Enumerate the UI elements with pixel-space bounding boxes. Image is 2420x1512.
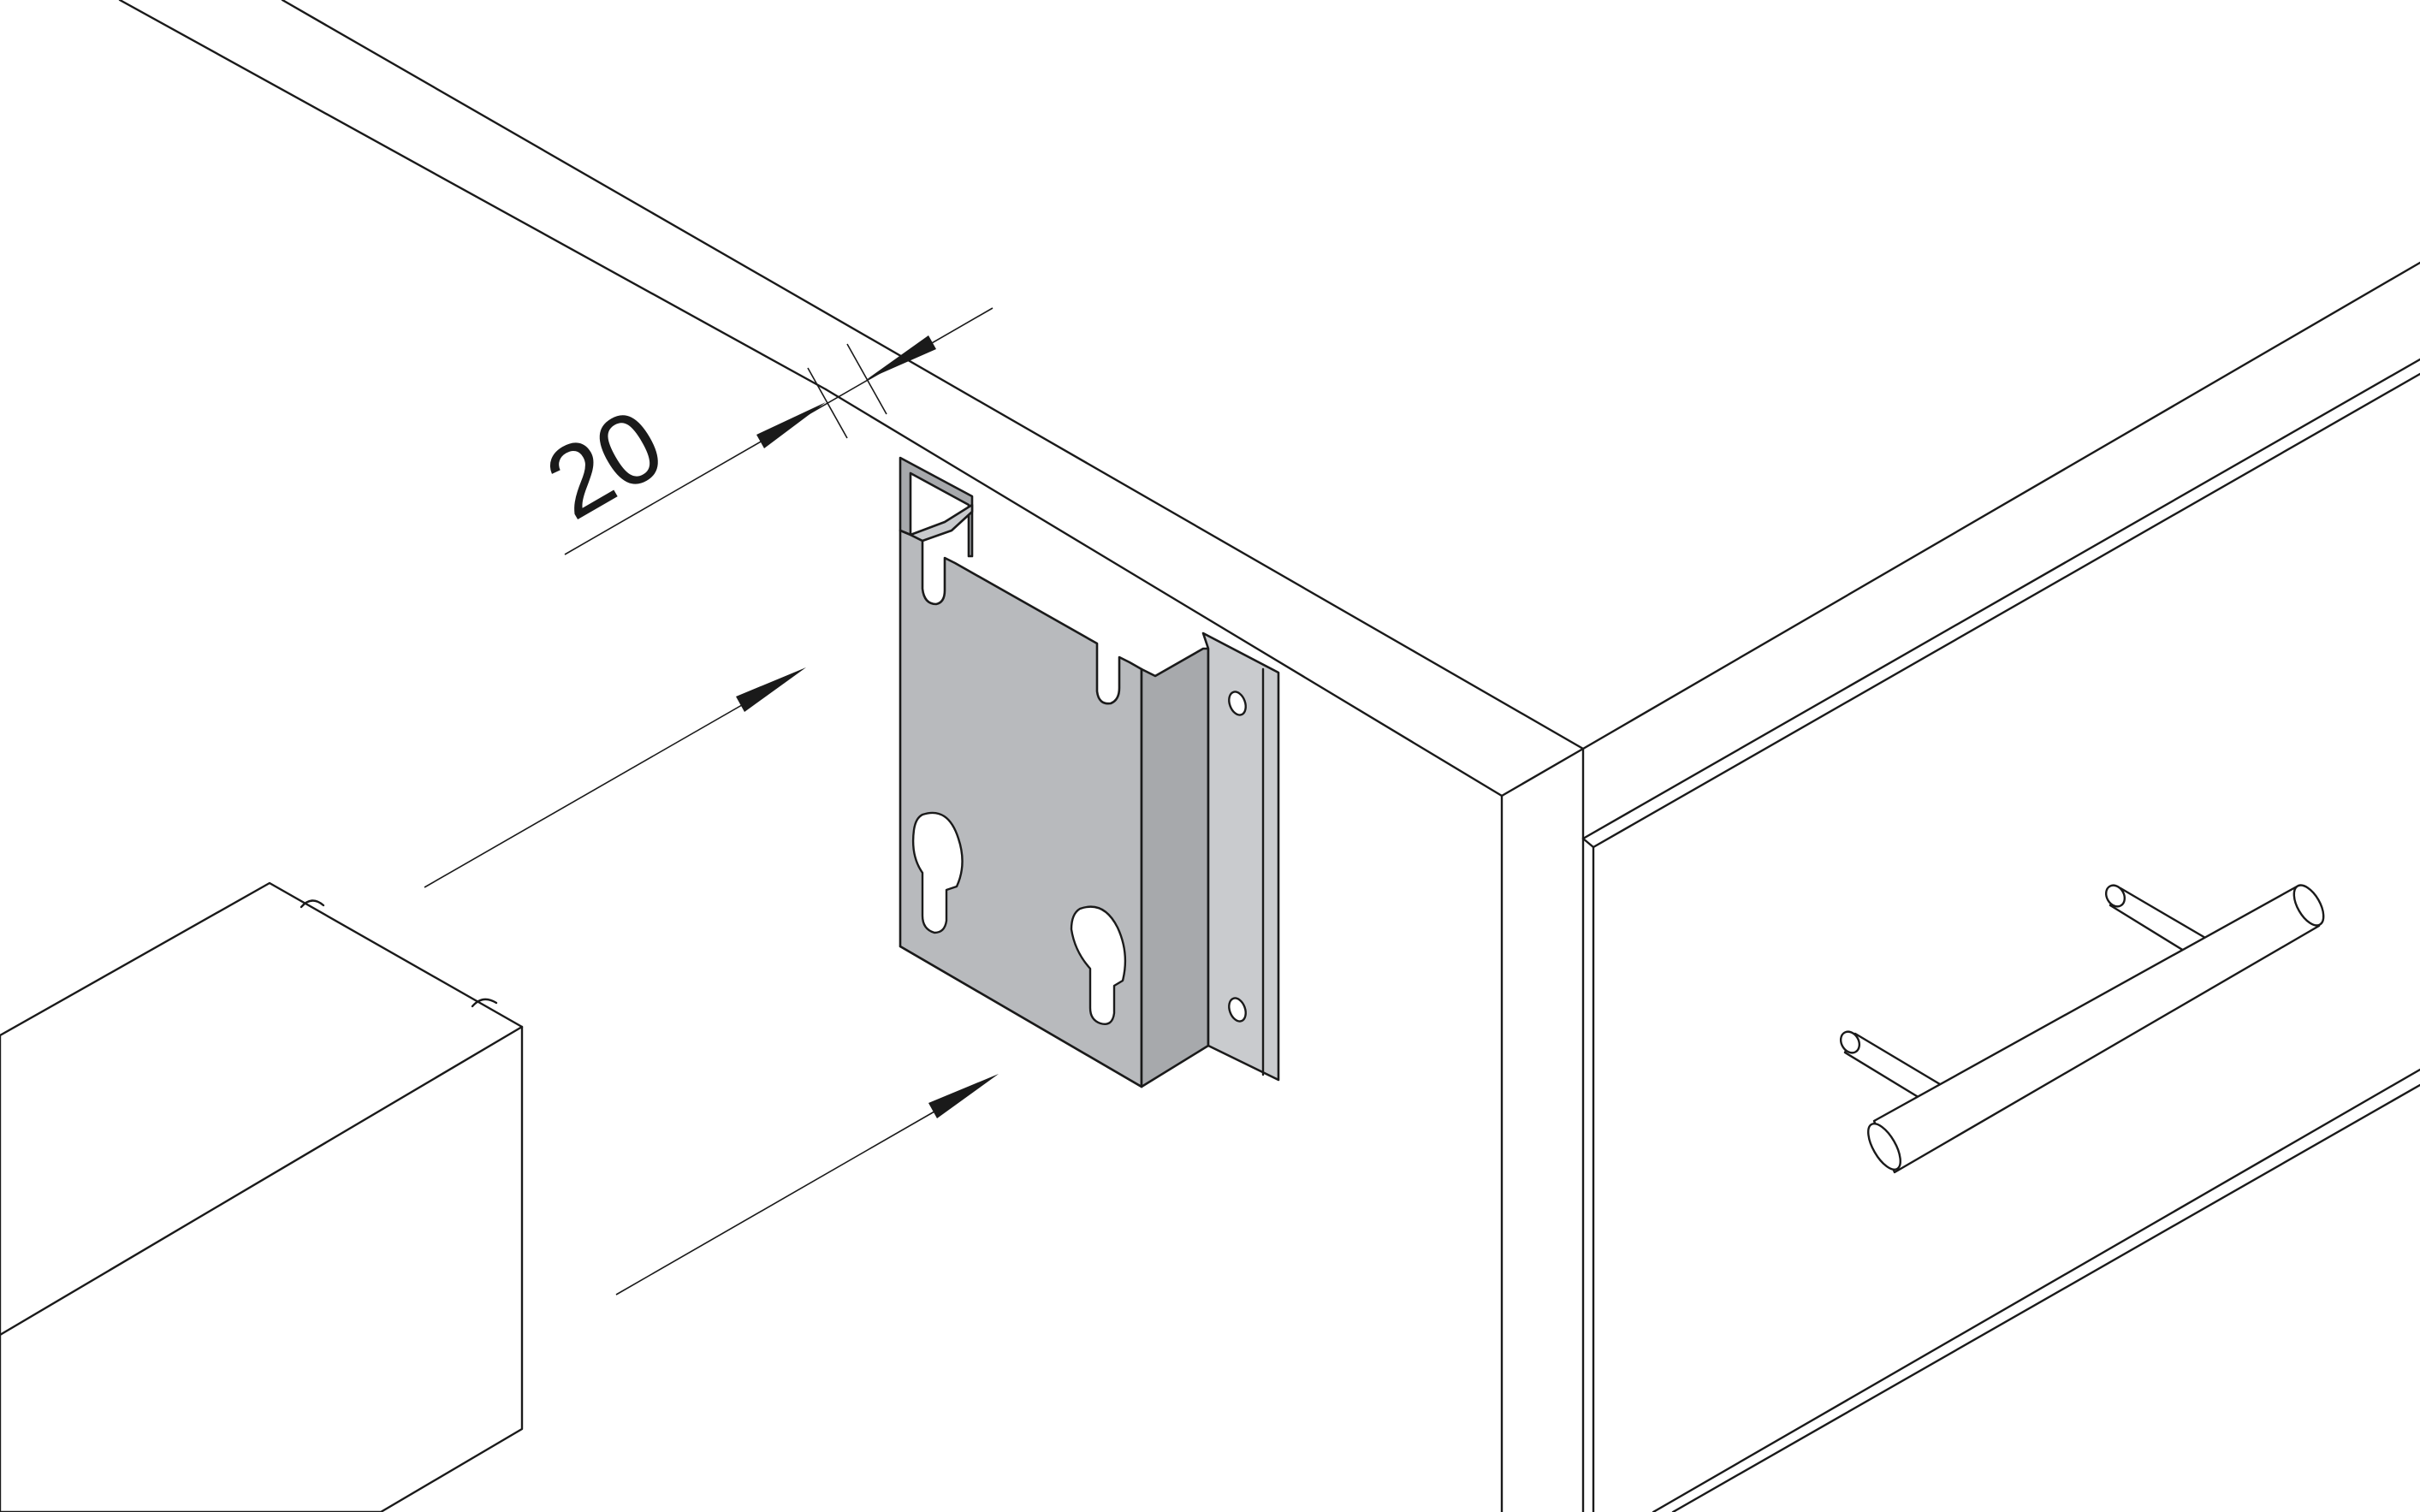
drawer-bottom-edge-b xyxy=(1671,1083,2420,1512)
handle-post-rear-end xyxy=(2104,884,2126,908)
drawer-top-front-edge-a xyxy=(1581,358,2420,840)
cabinet-top-front-edge xyxy=(824,388,1504,798)
dimension-label: 20 xyxy=(528,388,682,542)
screw-hole-bottom xyxy=(1228,997,1247,1023)
dimension-annotation: 20 xyxy=(528,307,994,555)
drawer-top-front-edge-b xyxy=(1592,372,2420,849)
bracket-bottom-edge xyxy=(899,945,1143,1088)
cabinet-body xyxy=(118,0,1585,1512)
drawer-top-back-edge xyxy=(1581,261,2420,750)
insertion-arrow-lower-shaft xyxy=(615,1094,964,1296)
cabinet-top-far-edge xyxy=(281,0,1585,750)
bracket-top-lip xyxy=(909,503,974,543)
bracket-side-web xyxy=(1140,647,1210,1088)
insertion-arrow-upper-head xyxy=(736,667,806,712)
screw-hole-top xyxy=(1228,691,1247,716)
handle-post-front-end xyxy=(1839,1030,1861,1054)
handle-bar xyxy=(1872,884,2321,1174)
cabinet-corner-top xyxy=(1500,747,1585,798)
insertion-arrow-lower-head xyxy=(928,1074,999,1118)
extension-line-left xyxy=(807,367,848,439)
bar-handle xyxy=(1839,884,2325,1174)
drawer-bottom-edge-a xyxy=(1652,1068,2420,1512)
drawer-pin-rear xyxy=(300,899,325,909)
drawer-side-outline xyxy=(0,881,524,1512)
bracket-mounting-flange xyxy=(1201,631,1280,1082)
drawer-side-panel xyxy=(0,881,524,1512)
drawer-top-corner xyxy=(1581,837,1595,849)
keyhole-slot-left xyxy=(911,811,964,934)
dimension-arrow-right xyxy=(866,335,936,380)
drawer-pin-front xyxy=(471,998,498,1008)
mounting-bracket xyxy=(899,456,1280,1088)
insertion-arrows xyxy=(424,667,999,1296)
drawer-side-top-front-edge xyxy=(0,1025,524,1337)
dimension-arrow-left xyxy=(756,402,826,448)
insertion-arrow-upper-shaft xyxy=(424,688,771,888)
drawer-front xyxy=(1581,261,2420,1512)
extension-line-right xyxy=(846,343,887,415)
keyhole-slot-right xyxy=(1070,905,1127,1025)
handle-bar-end-left xyxy=(1867,1123,1901,1171)
cabinet-top-back-edge xyxy=(118,0,827,391)
handle-bar-end-right xyxy=(2292,884,2325,927)
